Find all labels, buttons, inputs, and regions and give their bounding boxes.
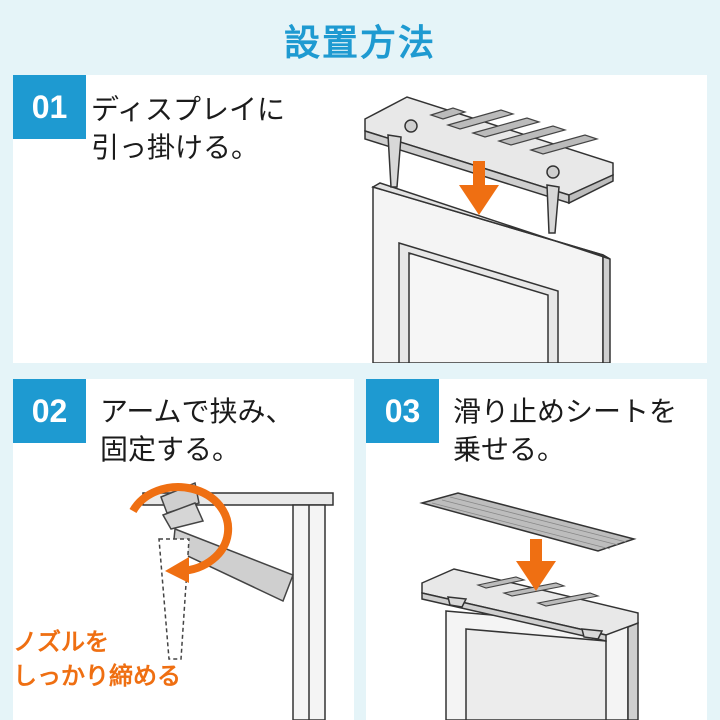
step-1-text: ディスプレイに 引っ掛ける。 [91,91,321,167]
bracket-illustration [421,568,639,642]
step-3-line-2: 乗せる。 [453,433,566,466]
step-2-note: ノズルを しっかり締める [13,625,181,693]
step-2-text: アームで挟み、 固定する。 [100,393,350,469]
down-arrow-icon [459,161,499,215]
step-1-line-1: ディスプレイに [91,93,286,126]
step-1-panel: 01 ディスプレイに 引っ掛ける。 [13,75,707,363]
step-3-illustration [419,492,639,720]
rotate-arrow-icon [129,483,233,583]
page-title: 設置方法 [283,23,436,64]
step-3-number: 03 [366,379,439,443]
step-3-panel: 03 滑り止めシートを 乗せる。 [366,379,707,720]
monitor-illustration [371,182,611,363]
down-arrow-icon [516,539,556,591]
step-2-illustration [129,481,334,720]
step-2-number: 02 [13,379,86,443]
step-2-note-line-2: しっかり締める [13,662,181,690]
step-2-line-1: アームで挟み、 [100,395,294,428]
step-3-line-1: 滑り止めシートを [453,395,678,428]
step-2-panel: 02 アームで挟み、 固定する。 ノズルを しっかり締める [13,379,354,720]
bracket-illustration [364,96,614,234]
step-1-illustration [364,96,614,363]
step-2-note-line-1: ノズルを [13,628,109,656]
step-3-text: 滑り止めシートを 乗せる。 [453,393,703,469]
monitor-illustration [445,610,639,720]
step-1-number: 01 [13,75,86,139]
anti-slip-sheet-illustration [419,492,637,552]
step-2-line-2: 固定する。 [100,433,241,466]
step-1-line-2: 引っ掛ける。 [91,131,260,164]
monitor-side-illustration [142,492,334,720]
